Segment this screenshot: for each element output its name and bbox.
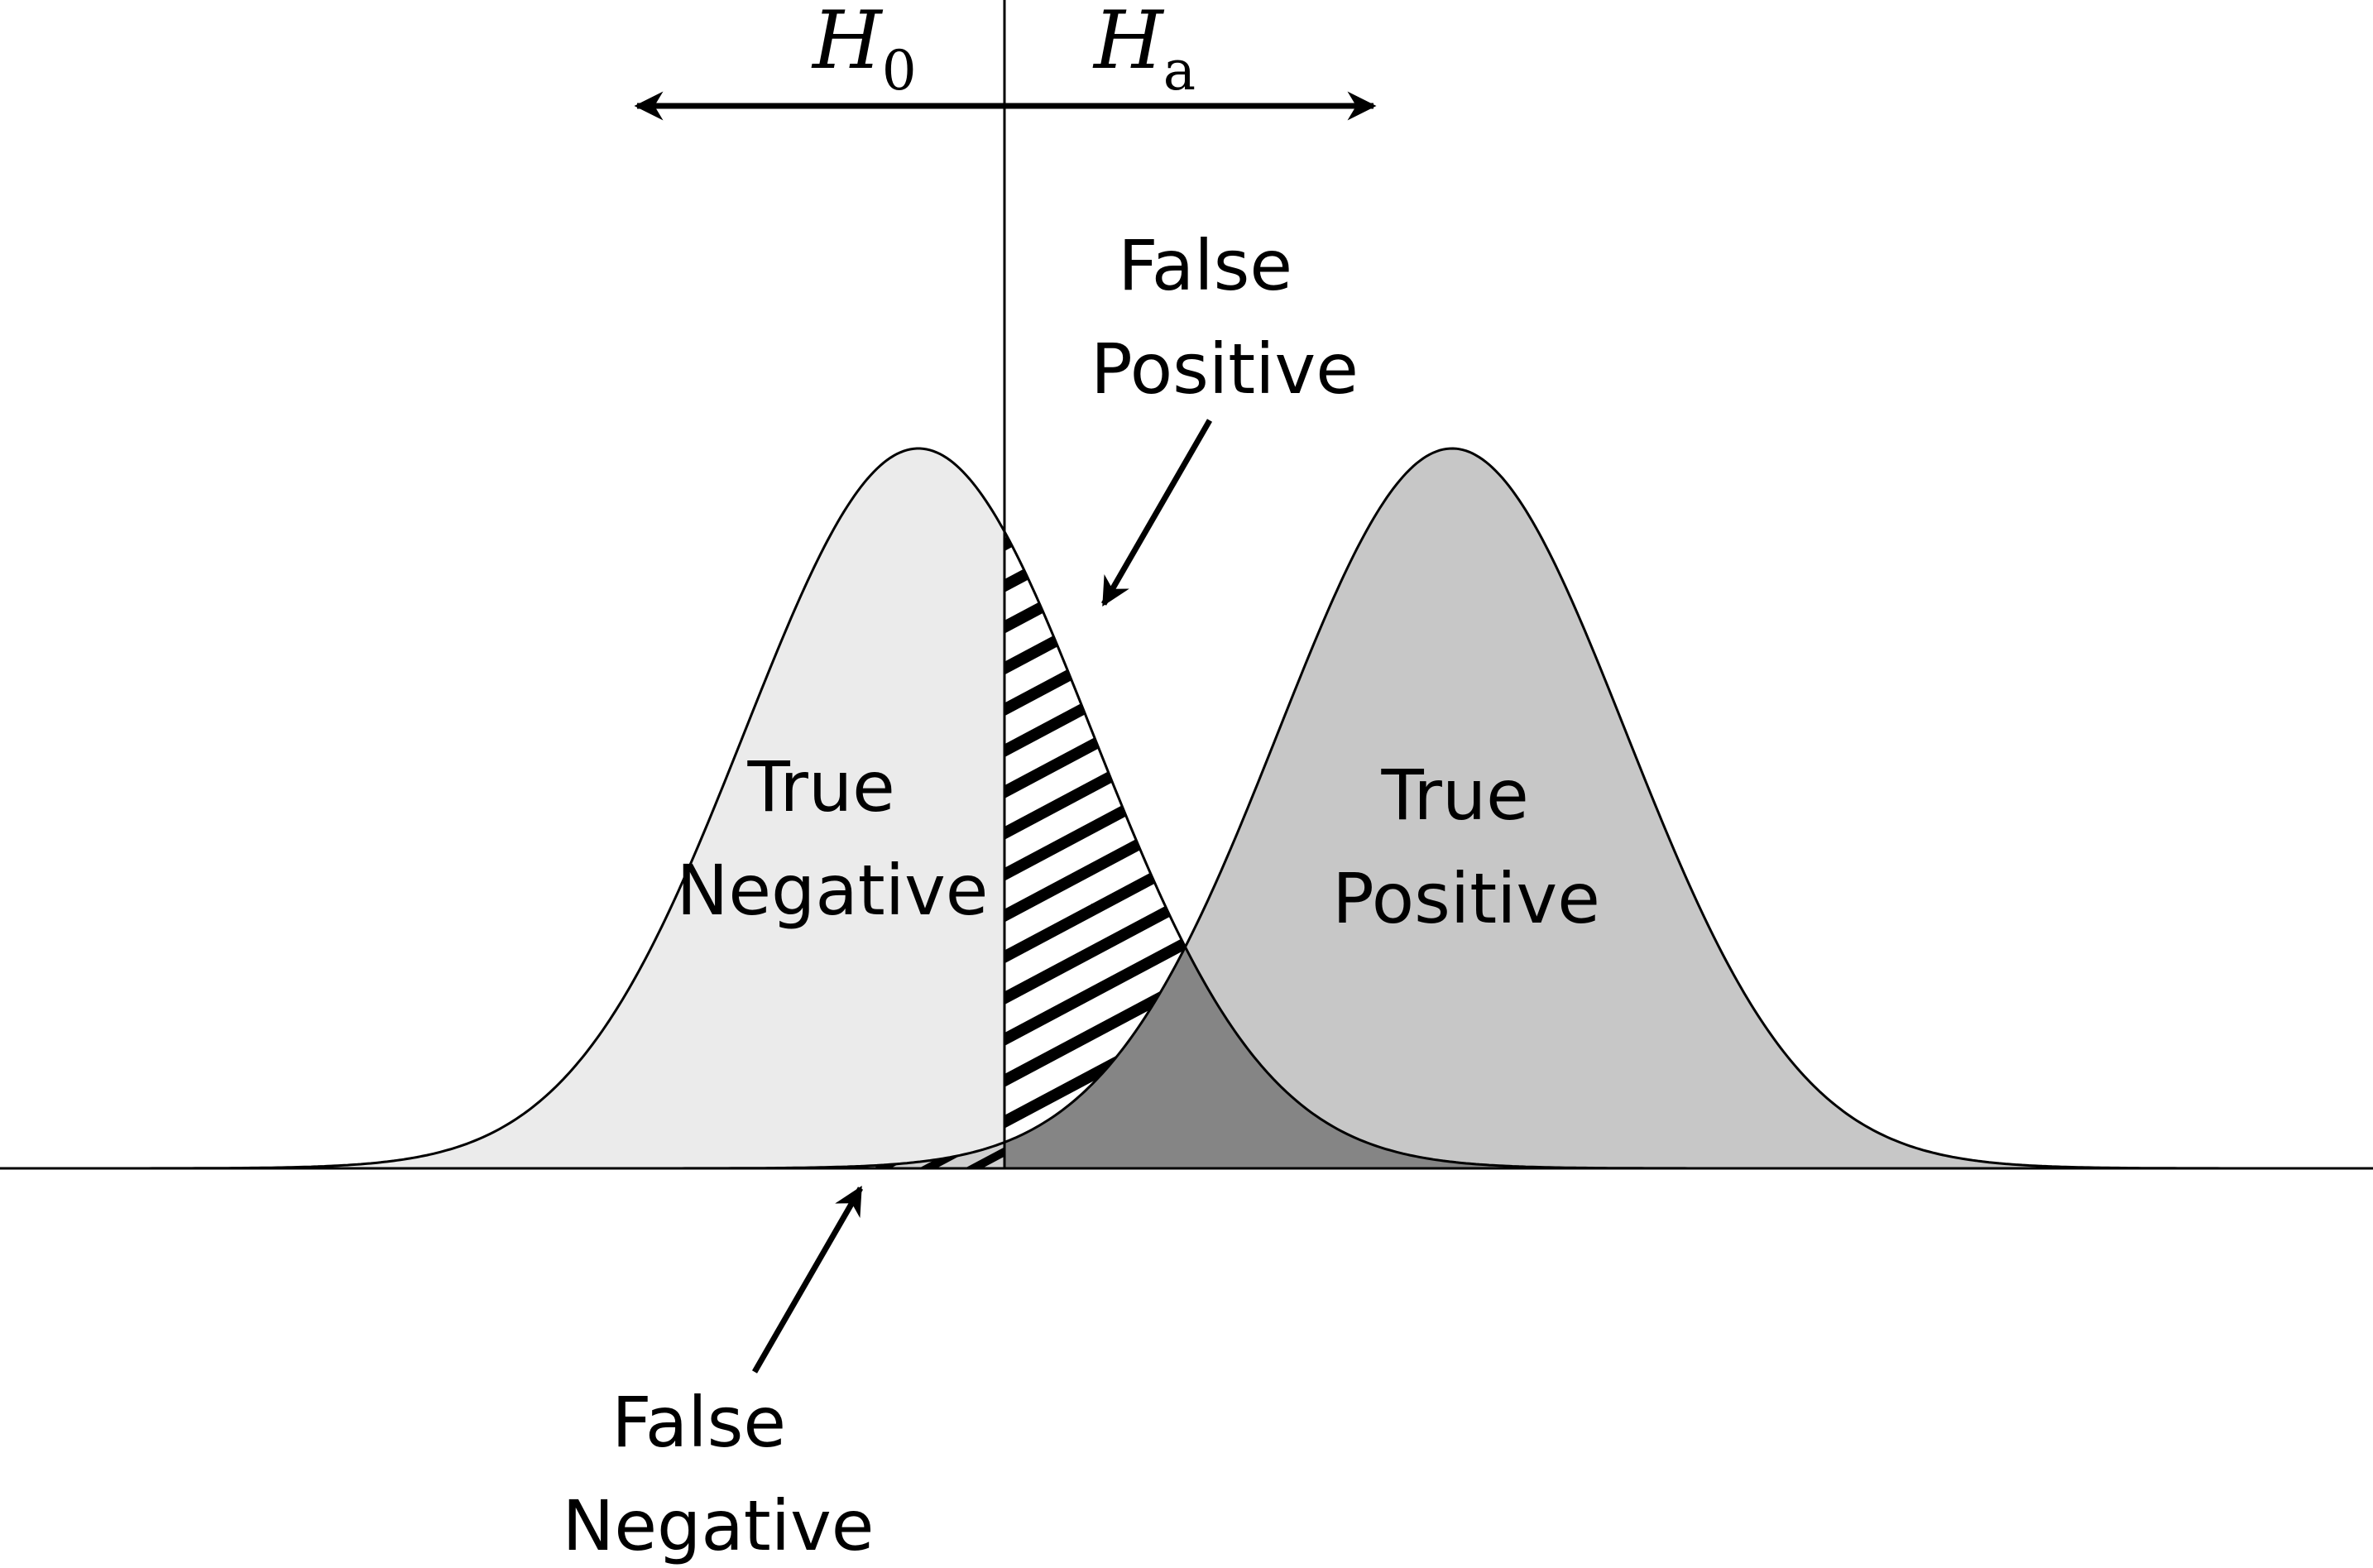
true-positive-overlap-area: [1004, 949, 2373, 1168]
false-negative-hatched-area: [579, 1142, 1004, 1168]
false-positive-pointer-arrow: [1100, 419, 1213, 607]
null-hypothesis-label: H0: [811, 0, 917, 103]
false-negative-label: False Negative: [563, 1382, 875, 1566]
false-negative-pointer-arrow: [751, 1185, 864, 1374]
true-positive-label: True Positive: [1332, 755, 1600, 939]
alt-hypothesis-label: Ha: [1092, 0, 1196, 103]
false-positive-hatched-area: [1004, 531, 1186, 1143]
false-positive-label: False Positive: [1091, 225, 1359, 410]
true-negative-label: True Negative: [677, 746, 989, 931]
